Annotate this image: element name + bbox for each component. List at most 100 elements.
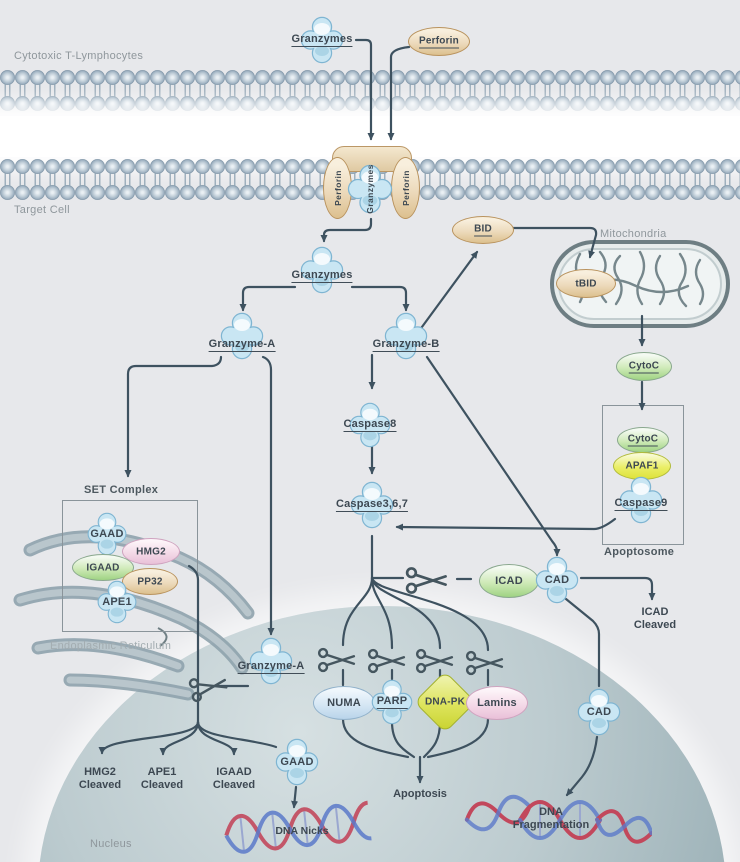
connector-line [341,717,410,759]
dna-pk-label: DNA-PK [424,696,466,708]
granzymes-top-label: Granzymes [291,33,353,47]
connector-arrow [291,785,299,809]
connector-arrow [124,355,223,478]
scissors-icon [415,648,454,674]
connector-arrow [417,250,479,333]
connector-line [370,576,442,650]
connector-arrow [261,355,275,636]
pp32-node: PP32 [122,568,178,595]
granzymes-cell-node: Granzymes [291,246,353,294]
granzymes-top-node: Granzymes [291,16,353,64]
scissors-icon [405,567,447,594]
caspase367-label: Caspase3,6,7 [335,498,409,512]
connector-line [187,564,200,724]
lamins-node: Lamins [466,686,528,720]
cytoc-label: CytoC [628,360,660,373]
gaad-nucleus-node: GAAD [274,738,320,786]
hmg2-cleaved-line2: Cleaved [78,779,122,791]
pore-perforin-right: Perforin [391,157,420,219]
lamins-label: Lamins [477,697,517,709]
pp32-label: PP32 [137,576,163,587]
igaad-cleaved-line2: Cleaved [212,779,256,791]
igaad-label: IGAAD [86,562,120,573]
gaad-set-node: GAAD [86,512,128,556]
caspase8-node: Caspase8 [343,402,397,448]
ctl-region-label: Cytotoxic T-Lymphocytes [14,50,144,62]
dna-nicks-label: DNA Nicks [275,825,329,837]
cad-node: CAD [534,556,580,604]
gaad-set-label: GAAD [90,528,124,540]
hmg2-cleaved-line1: HMG2 [84,766,116,778]
connector-line [370,576,490,652]
icad-cleaved-line1: ICAD [641,606,669,618]
hmg2-cleaved-label: HMG2 Cleaved [64,766,136,792]
connector-line [370,576,394,650]
scissors-icon [367,648,406,674]
granzyme-a-nucleus-label: Granzyme-A [237,659,305,674]
pore-granzymes-node: Granzymes [347,162,393,216]
connector-line [341,576,374,647]
connector-line [196,720,278,749]
ape1-cleaved-label: APE1 Cleaved [126,766,198,792]
connector-arrow [565,735,599,797]
connector-arrow [350,285,410,312]
mitochondria-label: Mitochondria [600,228,667,240]
dna-pk-node: DNA-PK [413,670,477,734]
connector-arrow [320,217,373,243]
igaad-cleaved-line1: IGAAD [216,766,252,778]
cad-nucleus-node: CAD [576,688,622,736]
icad-cleaved-label: ICAD Cleaved [619,606,691,632]
perforin-node: Perforin [408,27,470,56]
caspase9-label: Caspase9 [614,496,668,511]
perforin-label: Perforin [419,35,459,48]
set-complex-box [62,500,198,632]
gaad-nucleus-label: GAAD [280,756,314,768]
dna-fragmentation-graphic [464,794,652,844]
tbid-label: tBID [575,278,597,289]
pore-granzymes-label: Granzymes [365,164,375,214]
parp-label: PARP [376,695,408,709]
connector-arrow [354,38,375,141]
apaf1-label: APAF1 [625,460,659,472]
cytoc-node: CytoC [616,352,672,381]
apoptosome-label: Apoptosome [604,546,675,558]
granzyme-a-node: Granzyme-A [208,312,276,360]
granzyme-b-label: Granzyme-B [372,337,440,352]
pore-perforin-right-label: Perforin [400,170,411,206]
bid-node: BID [452,216,514,244]
tbid-node: tBID [556,269,616,298]
bid-label: BID [474,223,492,237]
cad-label: CAD [544,574,570,586]
ape1-label: APE1 [102,596,132,608]
scissors-icon [317,647,356,673]
target-cell-label: Target Cell [14,204,70,216]
icad-label: ICAD [495,575,523,587]
hmg2-node: HMG2 [122,538,180,565]
cytoc-apoptosome-label: CytoC [627,433,659,447]
ape1-cleaved-line2: Cleaved [140,779,184,791]
numa-node: NUMA [313,686,375,720]
ape1-node: APE1 [96,580,138,624]
numa-label: NUMA [327,697,361,709]
connector-line [390,720,416,759]
caspase8-label: Caspase8 [343,418,397,432]
connector-arrow [579,576,656,601]
set-complex-label: SET Complex [84,484,159,496]
dna-frag-line2: Fragmentation [512,819,590,831]
connector-arrow [425,355,561,557]
dna-fragmentation-label: DNA Fragmentation [503,806,599,832]
connector-arrow [239,285,297,312]
connector-arrow [387,45,411,141]
icad-node: ICAD [479,564,539,598]
hmg2-label: HMG2 [136,546,166,557]
parp-node: PARP [370,679,414,725]
scissors-icon [465,650,504,676]
dna-frag-line1: DNA [539,806,563,818]
scissors-icon [188,671,230,703]
connector-line [564,597,601,688]
nucleus-label: Nucleus [90,838,132,850]
granzymes-cell-label: Granzymes [291,269,353,284]
icad-cleaved-line2: Cleaved [633,619,677,631]
cad-nucleus-label: CAD [586,706,612,718]
